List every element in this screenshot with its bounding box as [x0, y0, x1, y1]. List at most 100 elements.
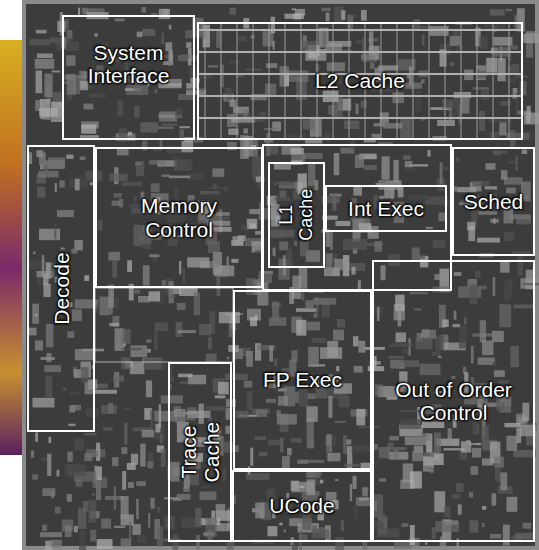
circuit-detail	[356, 103, 359, 114]
circuit-detail	[335, 421, 346, 423]
circuit-detail	[258, 275, 272, 283]
circuit-detail	[259, 452, 267, 457]
circuit-detail	[294, 392, 299, 403]
circuit-detail	[208, 65, 218, 67]
circuit-detail	[320, 480, 323, 484]
circuit-detail	[135, 162, 142, 165]
circuit-detail	[450, 62, 454, 66]
circuit-detail	[80, 81, 88, 90]
circuit-detail	[225, 426, 230, 434]
circuit-detail	[383, 123, 402, 129]
cache-grid	[509, 24, 510, 138]
cache-grid	[199, 95, 521, 97]
circuit-detail	[524, 113, 539, 125]
circuit-detail	[138, 296, 150, 303]
circuit-detail	[435, 521, 459, 532]
circuit-detail	[162, 175, 170, 177]
circuit-detail	[490, 9, 505, 15]
circuit-detail	[427, 150, 430, 156]
circuit-detail	[510, 214, 530, 219]
circuit-detail	[354, 366, 363, 373]
circuit-detail	[296, 320, 306, 336]
circuit-detail	[461, 98, 470, 113]
circuit-detail	[350, 484, 352, 501]
circuit-detail	[80, 156, 86, 160]
circuit-detail	[413, 19, 420, 30]
circuit-detail	[294, 241, 297, 246]
circuit-detail	[45, 167, 48, 174]
circuit-detail	[46, 324, 54, 347]
circuit-detail	[48, 157, 65, 168]
circuit-detail	[358, 426, 380, 428]
region-label: Decode	[49, 252, 72, 324]
circuit-detail	[227, 256, 229, 274]
circuit-detail	[374, 123, 385, 126]
circuit-detail	[279, 66, 288, 87]
circuit-detail	[301, 41, 317, 53]
circuit-detail	[355, 155, 364, 168]
circuit-detail	[499, 304, 511, 327]
circuit-detail	[147, 349, 151, 353]
circuit-detail	[137, 32, 143, 38]
circuit-detail	[475, 271, 480, 278]
circuit-detail	[470, 284, 478, 304]
circuit-detail	[35, 59, 55, 69]
circuit-detail	[377, 528, 400, 537]
circuit-detail	[169, 176, 190, 179]
circuit-detail	[384, 187, 394, 198]
circuit-detail	[388, 443, 394, 447]
circuit-detail	[469, 492, 473, 497]
circuit-detail	[46, 353, 51, 362]
circuit-detail	[61, 247, 65, 249]
circuit-detail	[379, 478, 386, 481]
circuit-detail	[287, 448, 292, 455]
circuit-detail	[335, 221, 350, 226]
circuit-detail	[75, 349, 95, 360]
circuit-detail	[365, 347, 385, 350]
circuit-detail	[494, 370, 505, 377]
circuit-detail	[97, 466, 102, 480]
circuit-detail	[154, 328, 157, 350]
circuit-detail	[292, 8, 296, 10]
circuit-detail	[264, 128, 278, 130]
circuit-detail	[112, 457, 118, 466]
circuit-detail	[79, 531, 86, 550]
circuit-detail	[164, 497, 178, 499]
circuit-detail	[494, 37, 513, 46]
circuit-detail	[283, 255, 286, 275]
circuit-detail	[273, 41, 275, 50]
circuit-detail	[37, 54, 53, 59]
circuit-detail	[279, 523, 282, 526]
circuit-detail	[216, 276, 220, 296]
circuit-detail	[399, 410, 421, 412]
circuit-detail	[255, 250, 266, 254]
circuit-detail	[405, 161, 412, 167]
cache-grid	[199, 117, 521, 119]
region-label: Sched	[464, 190, 524, 213]
circuit-detail	[390, 343, 413, 347]
region-label: L1 Cache	[277, 185, 317, 245]
circuit-detail	[510, 346, 519, 367]
circuit-detail	[282, 456, 290, 468]
circuit-detail	[108, 403, 113, 414]
circuit-detail	[65, 464, 85, 476]
circuit-detail	[157, 507, 160, 513]
circuit-detail	[83, 104, 93, 110]
region-outline	[263, 145, 451, 290]
circuit-detail	[470, 466, 478, 475]
circuit-detail	[194, 292, 200, 315]
circuit-detail	[84, 433, 97, 435]
circuit-detail	[121, 447, 127, 454]
circuit-detail	[93, 451, 99, 457]
circuit-detail	[263, 31, 274, 46]
circuit-detail	[238, 36, 247, 42]
circuit-detail	[28, 328, 36, 336]
circuit-detail	[140, 122, 158, 132]
circuit-detail	[246, 68, 262, 70]
circuit-detail	[42, 118, 64, 120]
circuit-detail	[364, 165, 377, 170]
circuit-detail	[179, 261, 181, 274]
circuit-detail	[410, 292, 428, 295]
circuit-detail	[414, 308, 421, 311]
